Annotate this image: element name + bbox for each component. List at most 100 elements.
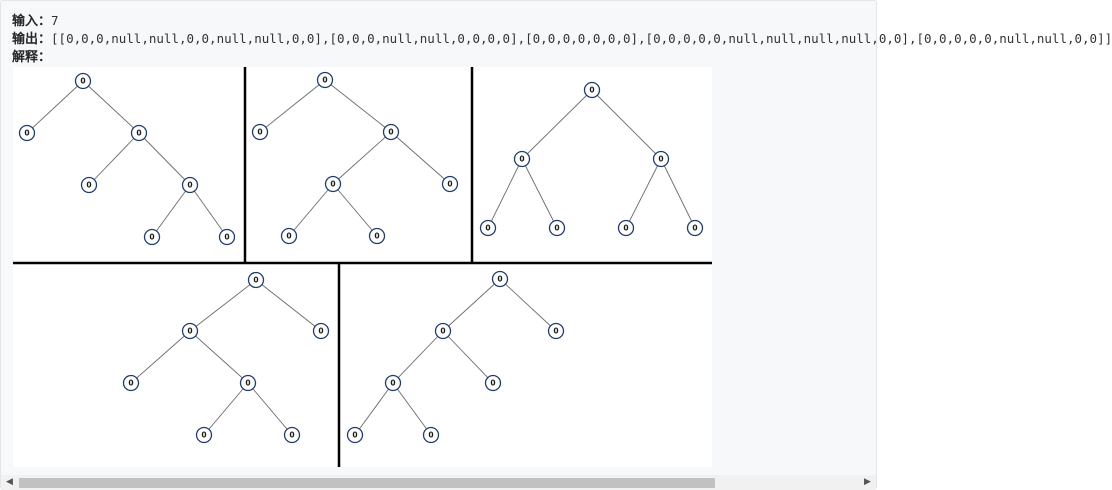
tree-edge: [442, 330, 494, 384]
tree-node: 0: [583, 81, 601, 99]
node-value: 0: [322, 76, 327, 85]
tree-edge: [189, 279, 257, 332]
tree-node: 0: [247, 271, 265, 289]
tree-edge: [390, 131, 451, 185]
input-label: 输入：: [12, 14, 52, 29]
horizontal-scrollbar[interactable]: ◀ ▶: [1, 475, 876, 490]
tree-node: 0: [484, 374, 502, 392]
explanation-label: 解释：: [12, 50, 52, 65]
tree-node: 0: [686, 219, 704, 237]
node-value: 0: [224, 233, 229, 242]
node-circle: [324, 175, 342, 193]
node-circle: [513, 150, 531, 168]
node-circle: [80, 176, 98, 194]
node-value: 0: [257, 128, 262, 137]
node-circle: [18, 124, 36, 142]
node-value: 0: [497, 275, 502, 284]
node-value: 0: [352, 431, 357, 440]
tree-edge: [151, 184, 191, 238]
scrollbar-thumb[interactable]: [19, 478, 715, 488]
tree-node: 0: [18, 124, 36, 142]
node-circle: [247, 271, 265, 289]
node-circle: [484, 374, 502, 392]
node-circle: [74, 72, 92, 90]
tree-edge: [392, 330, 444, 384]
scroll-right-icon[interactable]: ▶: [864, 477, 871, 487]
tree-edge: [130, 330, 191, 384]
node-value: 0: [24, 129, 29, 138]
node-value: 0: [187, 327, 192, 336]
tree-edge: [88, 132, 140, 186]
tree-edge: [354, 382, 394, 436]
node-circle: [181, 176, 199, 194]
node-circle: [218, 228, 236, 246]
tree-node: 0: [491, 270, 509, 288]
tree-node: 0: [218, 228, 236, 246]
node-circle: [479, 219, 497, 237]
node-value: 0: [623, 224, 628, 233]
node-circle: [652, 150, 670, 168]
node-value: 0: [428, 431, 433, 440]
node-value: 0: [289, 431, 294, 440]
node-circle: [434, 322, 452, 340]
node-circle: [130, 124, 148, 142]
node-value: 0: [245, 379, 250, 388]
tree-edge: [487, 158, 523, 229]
tree-node: 0: [422, 426, 440, 444]
tree-edge: [288, 183, 334, 237]
output-label: 输出：: [12, 32, 52, 47]
node-value: 0: [330, 180, 335, 189]
tree-node: 0: [181, 176, 199, 194]
node-value: 0: [447, 180, 452, 189]
node-value: 0: [589, 86, 594, 95]
tree-edge: [259, 79, 326, 133]
tree-node: 0: [548, 219, 566, 237]
tree-node: 0: [122, 374, 140, 392]
tree-node: 0: [74, 72, 92, 90]
input-value: 7: [51, 13, 59, 28]
node-value: 0: [86, 181, 91, 190]
node-circle: [195, 426, 213, 444]
node-value: 0: [374, 232, 379, 241]
node-circle: [251, 123, 269, 141]
tree-node: 0: [80, 176, 98, 194]
tree-node: 0: [382, 123, 400, 141]
node-value: 0: [128, 379, 133, 388]
node-circle: [239, 374, 257, 392]
node-value: 0: [318, 327, 323, 336]
tree-edge: [332, 183, 378, 237]
tree-node: 0: [251, 123, 269, 141]
tree-edge: [392, 382, 432, 436]
tree-edge: [255, 279, 322, 332]
output-row: 输出：[[0,0,0,null,null,0,0,null,null,0,0],…: [12, 30, 1112, 48]
tree-edge: [521, 89, 593, 160]
node-value: 0: [485, 224, 490, 233]
scroll-left-icon[interactable]: ◀: [6, 477, 13, 487]
node-circle: [384, 374, 402, 392]
tree-edge: [324, 79, 392, 133]
node-value: 0: [519, 155, 524, 164]
node-circle: [283, 426, 301, 444]
node-value: 0: [390, 379, 395, 388]
node-circle: [441, 175, 459, 193]
tree-edge: [442, 278, 501, 332]
node-circle: [280, 227, 298, 245]
node-circle: [316, 71, 334, 89]
tree-node: 0: [181, 322, 199, 340]
tree-node: 0: [195, 426, 213, 444]
node-value: 0: [80, 77, 85, 86]
node-circle: [312, 322, 330, 340]
tree-node: 0: [324, 175, 342, 193]
tree-node: 0: [513, 150, 531, 168]
tree-edge: [521, 158, 558, 229]
node-value: 0: [554, 224, 559, 233]
tree-edge: [203, 382, 249, 436]
tree-edge: [82, 80, 140, 134]
node-circle: [617, 219, 635, 237]
example-text: 输入：7 输出：[[0,0,0,null,null,0,0,null,null,…: [12, 12, 1112, 66]
tree-edge: [26, 80, 84, 134]
tree-node: 0: [346, 426, 364, 444]
node-value: 0: [286, 232, 291, 241]
